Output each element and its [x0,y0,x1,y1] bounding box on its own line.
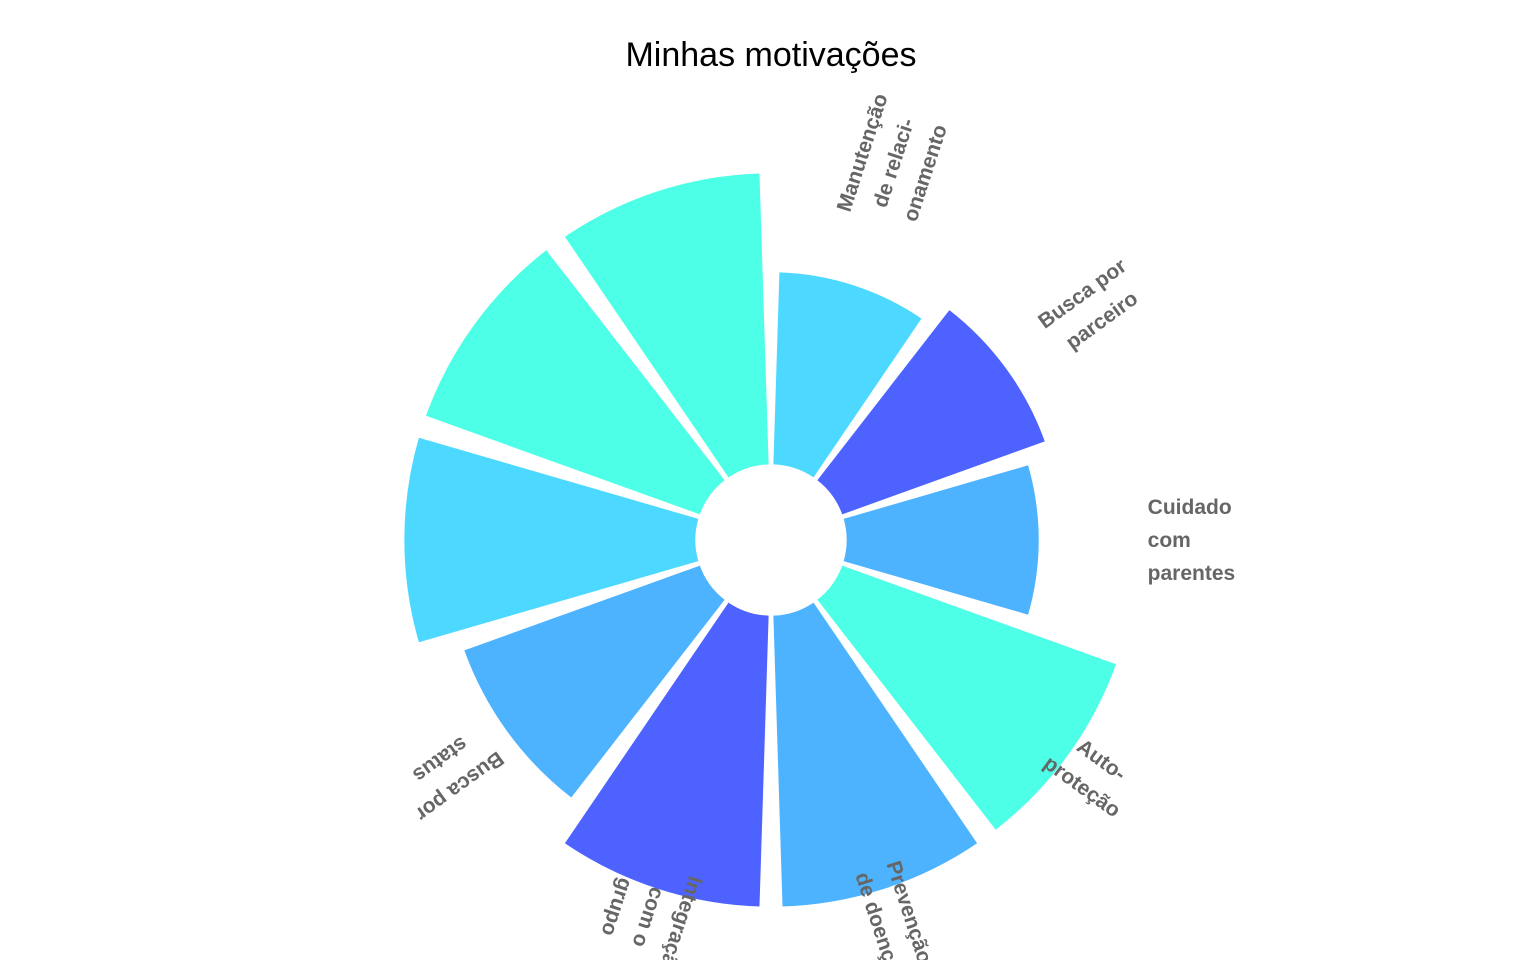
bar-3 [817,565,1116,830]
bar-5 [564,602,769,907]
bar-9 [564,173,769,478]
bar-8 [426,250,725,515]
bars-group [404,173,1116,907]
bar-4 [773,602,978,907]
category-label-0: Manutençãode relaci-onamento [833,91,956,235]
bar-0 [773,272,922,478]
category-label-1: Busca porparceiro [1034,254,1150,360]
bar-7 [404,437,699,643]
bar-2 [843,465,1039,615]
bar-1 [817,310,1045,515]
category-label-6: Busca porstatus [392,720,508,826]
chart-title: Minhas motivações [625,36,917,74]
bar-6 [464,565,725,798]
